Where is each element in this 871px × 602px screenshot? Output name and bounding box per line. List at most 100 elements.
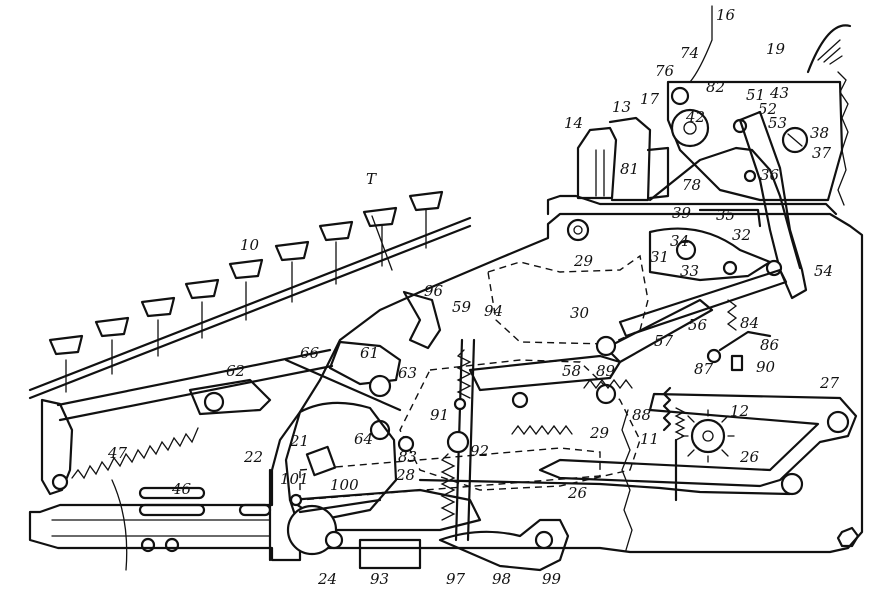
label-31: 31 — [650, 248, 669, 266]
screw-a — [140, 537, 156, 553]
label-88: 88 — [632, 406, 651, 424]
spring-29 — [511, 424, 573, 436]
corner-nut — [836, 526, 860, 548]
bolt-76 — [670, 86, 690, 106]
label-92: 92 — [470, 442, 489, 460]
label-90: 90 — [756, 358, 776, 376]
label-100: 100 — [330, 476, 359, 494]
label-29b: 29 — [589, 424, 610, 442]
hidden-slide — [299, 447, 601, 501]
pivot-34 — [675, 239, 697, 261]
label-30: 30 — [570, 304, 590, 322]
bar-94-b — [466, 338, 476, 542]
pivot-36 — [743, 169, 757, 183]
hidden-plate — [399, 359, 641, 491]
lever-62-arm — [188, 378, 272, 416]
label-26a: 26 — [739, 448, 760, 466]
label-34: 34 — [670, 232, 689, 250]
label-98: 98 — [492, 570, 511, 588]
label-101: 101 — [280, 470, 309, 488]
lever-27 — [538, 392, 858, 488]
label-99: 99 — [542, 570, 562, 588]
label-87: 87 — [694, 360, 714, 378]
pinion-12-teeth — [681, 409, 735, 463]
pivot-101 — [289, 493, 303, 507]
screw-b — [164, 537, 180, 553]
pivot-62 — [203, 391, 225, 413]
ribbon-spool-14 — [576, 126, 618, 200]
frame-hole — [566, 218, 590, 242]
label-37: 37 — [812, 144, 832, 162]
cam-21-housing — [284, 401, 398, 522]
lever-26-lower — [418, 478, 792, 496]
label-78: 78 — [682, 176, 701, 194]
label-82: 82 — [706, 78, 725, 96]
pivot-89 — [595, 383, 617, 405]
gear-42 — [670, 108, 710, 148]
bracket-93 — [358, 538, 422, 570]
label-81: 81 — [620, 160, 639, 178]
pivot-63 — [368, 374, 392, 398]
label-62: 62 — [226, 362, 245, 380]
label-38: 38 — [810, 124, 829, 142]
label-17: 17 — [640, 90, 660, 108]
label-61: 61 — [360, 344, 379, 362]
pivot-92 — [446, 430, 470, 454]
base-slot-a — [138, 486, 206, 500]
label-46: 46 — [171, 480, 192, 498]
label-21: 21 — [289, 432, 309, 450]
pivot-87 — [706, 348, 722, 364]
pivot-left — [51, 473, 69, 491]
pivot-91 — [453, 397, 467, 411]
link-35 — [698, 208, 762, 228]
label-57: 57 — [654, 332, 674, 350]
label-33: 33 — [680, 262, 699, 280]
key-lever-bar — [56, 348, 334, 422]
spring-84 — [726, 299, 738, 331]
frame-hole-inner — [573, 225, 583, 235]
label-84: 84 — [740, 314, 759, 332]
key-row — [28, 190, 472, 400]
pivot-32 — [722, 260, 738, 276]
pivot-30 — [595, 335, 617, 357]
label-10: 10 — [240, 236, 260, 254]
wheel-24-hub — [324, 530, 344, 550]
label-86: 86 — [760, 336, 780, 354]
pinion-12-hub — [702, 430, 714, 442]
spring-47 — [71, 427, 199, 480]
label-58: 58 — [562, 362, 581, 380]
base-slot-b — [138, 503, 206, 517]
label-43: 43 — [769, 84, 789, 102]
label-54: 54 — [814, 262, 833, 280]
label-74: 74 — [680, 44, 699, 62]
label-29a: 29 — [573, 252, 594, 270]
label-47: 47 — [107, 444, 128, 462]
link-57 — [604, 298, 714, 364]
spring-89 — [583, 378, 633, 390]
platen-hatch — [817, 39, 843, 65]
label-T: T — [366, 170, 377, 188]
arm-54 — [738, 110, 808, 300]
spring-vertical — [456, 349, 472, 399]
label-83: 83 — [398, 448, 417, 466]
lever-86 — [718, 330, 772, 352]
label-22: 22 — [243, 448, 263, 466]
label-59: 59 — [452, 298, 472, 316]
pivot-83 — [397, 435, 415, 453]
reference-labels: 16 19 74 76 82 51 43 52 53 38 37 17 42 1… — [107, 5, 840, 588]
top-frame — [546, 194, 838, 216]
label-35: 35 — [716, 206, 735, 224]
label-42: 42 — [685, 108, 705, 126]
label-14: 14 — [564, 114, 583, 132]
label-97: 97 — [446, 570, 466, 588]
label-89: 89 — [596, 362, 616, 380]
label-12: 12 — [730, 402, 749, 420]
wheel-24 — [286, 504, 338, 556]
gear-42-hub — [683, 121, 697, 135]
clip-90 — [730, 354, 744, 372]
platen-arc — [806, 24, 852, 74]
label-51: 51 — [746, 86, 765, 104]
spool-lines — [595, 149, 605, 197]
